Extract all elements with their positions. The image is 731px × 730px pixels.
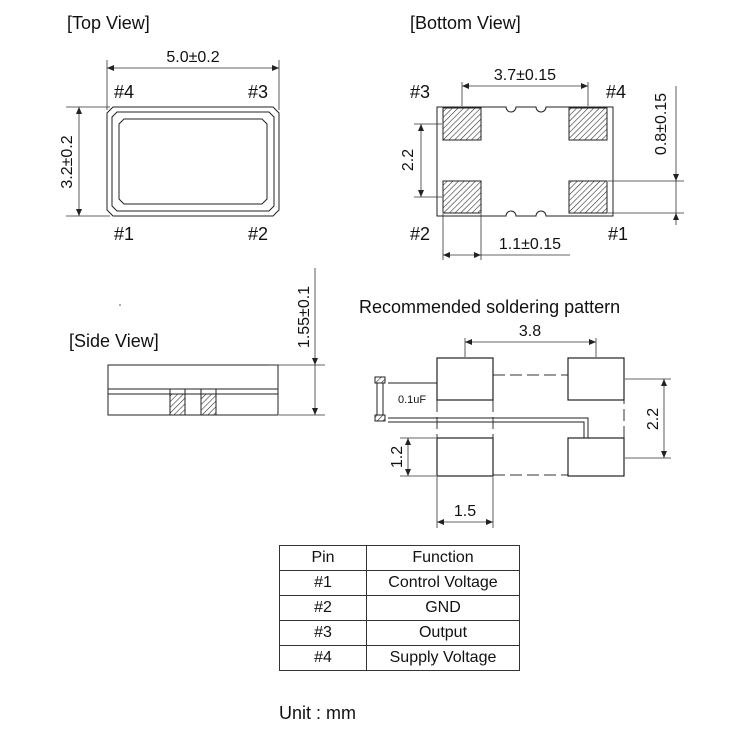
- side-view-title: [Side View]: [69, 331, 159, 351]
- top-pin-1: #1: [114, 224, 134, 244]
- solder-bottom-dim: 1.5: [454, 503, 476, 520]
- bottom-top-dim: 3.7±0.15: [494, 67, 556, 84]
- top-width-dim: 5.0±0.2: [166, 49, 219, 66]
- pin-cell: #3: [279, 620, 367, 646]
- table-row: #2 GND: [279, 595, 520, 621]
- bottom-bottom-dim: 1.1±0.15: [499, 236, 561, 253]
- bottom-pin-2: #2: [410, 224, 430, 244]
- top-pin-4: #4: [114, 82, 134, 102]
- capacitor-body: [376, 379, 384, 419]
- function-cell: Control Voltage: [366, 570, 520, 596]
- top-height-dim: 3.2±0.2: [59, 135, 76, 188]
- solder-left-dim: 1.2: [389, 446, 406, 468]
- capacitor-label: 0.1uF: [398, 394, 426, 406]
- bottom-pin-3: #3: [410, 82, 430, 102]
- top-view-title: [Top View]: [67, 13, 150, 33]
- top-pin-3: #3: [248, 82, 268, 102]
- solder-right-dim: 2.2: [645, 408, 662, 430]
- bottom-pin-4: #4: [606, 82, 626, 102]
- header-pin: Pin: [279, 545, 367, 571]
- pin-cell: #2: [279, 595, 367, 621]
- soldering-pattern: Recommended soldering pattern 0.1uF 3.8 …: [359, 297, 671, 528]
- top-package-outline: [106, 106, 280, 217]
- function-cell: Supply Voltage: [366, 645, 520, 671]
- bottom-left-dim: 2.2: [400, 149, 417, 171]
- header-function: Function: [366, 545, 520, 571]
- function-cell: GND: [366, 595, 520, 621]
- side-height-dim: 1.55±0.1: [296, 286, 313, 348]
- table-row: #1 Control Voltage: [279, 570, 520, 596]
- bottom-package-outline: [436, 106, 614, 217]
- pin-cell: #1: [279, 570, 367, 596]
- solder-pad-br: [567, 437, 625, 477]
- side-package-body: [107, 364, 279, 416]
- bottom-right-dim: 0.8±0.15: [653, 93, 670, 155]
- solder-pad-bl: [436, 437, 494, 477]
- solder-title: Recommended soldering pattern: [359, 297, 620, 317]
- table-header-row: Pin Function: [279, 545, 520, 571]
- bottom-pad-2: [442, 180, 482, 214]
- bottom-pad-4: [568, 107, 608, 141]
- top-view: [Top View] 5.0±0.2 3.2±0.2 #4 #3 #1 #2: [59, 13, 280, 244]
- bottom-view: [Bottom View] 3.7±0.15 2.2 0.8±0.15 1.1±…: [400, 13, 684, 260]
- unit-label: Unit : mm: [279, 703, 357, 723]
- bottom-pad-3: [442, 107, 482, 141]
- solder-top-dim: 3.8: [519, 323, 541, 340]
- solder-pad-tr: [567, 357, 625, 401]
- bottom-pad-1: [568, 180, 608, 214]
- function-cell: Output: [366, 620, 520, 646]
- solder-pad-tl: [436, 357, 494, 401]
- pin-function-table: Pin Function #1 Control Voltage #2 GND #…: [279, 545, 520, 671]
- bottom-pin-1: #1: [608, 224, 628, 244]
- pin-cell: #4: [279, 645, 367, 671]
- table-row: #3 Output: [279, 620, 520, 646]
- bottom-view-title: [Bottom View]: [410, 13, 521, 33]
- table-row: #4 Supply Voltage: [279, 645, 520, 671]
- top-pin-2: #2: [248, 224, 268, 244]
- side-view: [Side View] 1.55±0.1: [69, 268, 325, 416]
